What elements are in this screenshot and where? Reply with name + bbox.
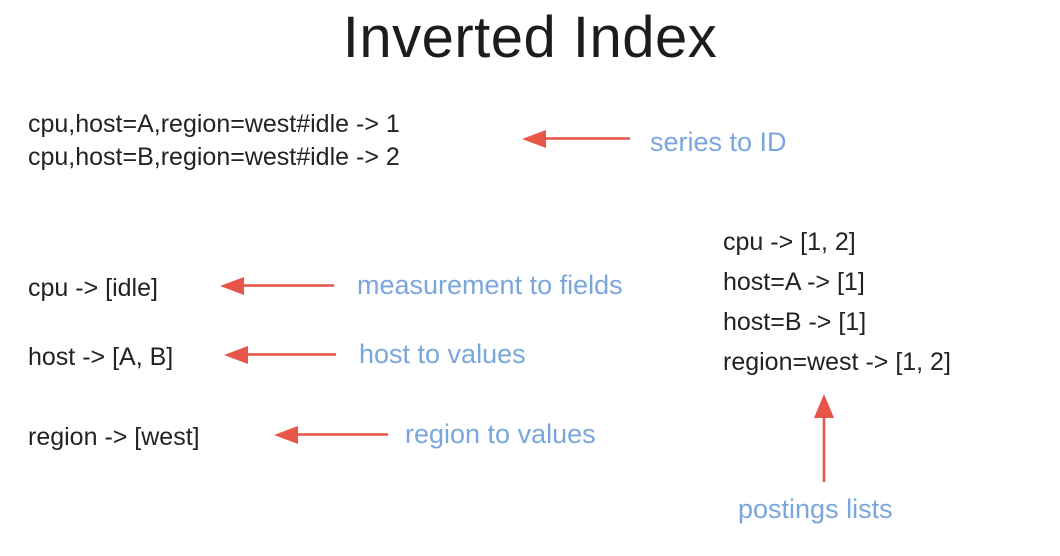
arrow-left-icon-series	[520, 128, 632, 150]
arrow-left-icon-region	[272, 424, 390, 446]
note-series-to-id: series to ID	[650, 127, 787, 157]
postings-line-region-west: region=west -> [1, 2]	[723, 348, 951, 376]
series-to-id-block: cpu,host=A,region=west#idle -> 1 cpu,hos…	[28, 108, 400, 174]
postings-line-cpu: cpu -> [1, 2]	[723, 228, 856, 256]
arrow-up-icon-postings	[812, 392, 836, 484]
arrow-left-icon-cpu	[218, 275, 336, 297]
note-region-to-values: region to values	[405, 419, 596, 449]
postings-line-host-b: host=B -> [1]	[723, 308, 867, 336]
arrow-left-icon-host	[222, 344, 338, 366]
mapping-key-cpu: cpu -> [idle]	[28, 274, 158, 302]
series-line-1: cpu,host=A,region=west#idle -> 1	[28, 110, 400, 138]
note-postings-lists: postings lists	[738, 494, 893, 524]
series-line-2: cpu,host=B,region=west#idle -> 2	[28, 143, 400, 171]
note-host-to-values: host to values	[359, 339, 526, 369]
postings-line-host-a: host=A -> [1]	[723, 268, 865, 296]
page-title: Inverted Index	[342, 5, 718, 70]
note-measurement-to-fields: measurement to fields	[357, 270, 623, 300]
mapping-key-region: region -> [west]	[28, 423, 200, 451]
postings-lists-block: cpu -> [1, 2] host=A -> [1] host=B -> [1…	[723, 222, 951, 382]
mapping-key-host: host -> [A, B]	[28, 343, 174, 371]
